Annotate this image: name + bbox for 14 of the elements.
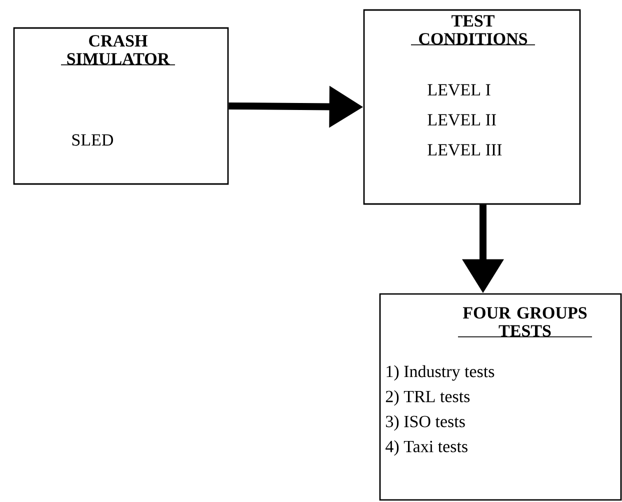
list-item: 1) Industry tests xyxy=(386,365,494,381)
process-box xyxy=(363,9,581,205)
list-item: LEVEL I xyxy=(428,84,490,96)
list-item: LEVEL II xyxy=(428,114,496,126)
process-box xyxy=(13,27,229,185)
list-item: 4) Taxi tests xyxy=(386,440,468,456)
box-heading: CRASH SIMULATOR xyxy=(67,35,170,65)
list-item: SLED xyxy=(72,134,114,146)
list-item: LEVEL III xyxy=(428,144,502,156)
box-heading: FOUR GROUPS TESTS xyxy=(462,307,587,337)
list-item: 3) ISO tests xyxy=(386,415,465,431)
list-item: 2) TRL tests xyxy=(386,390,470,406)
box-heading: TEST CONDITIONS xyxy=(419,15,528,45)
process-box xyxy=(379,293,622,501)
